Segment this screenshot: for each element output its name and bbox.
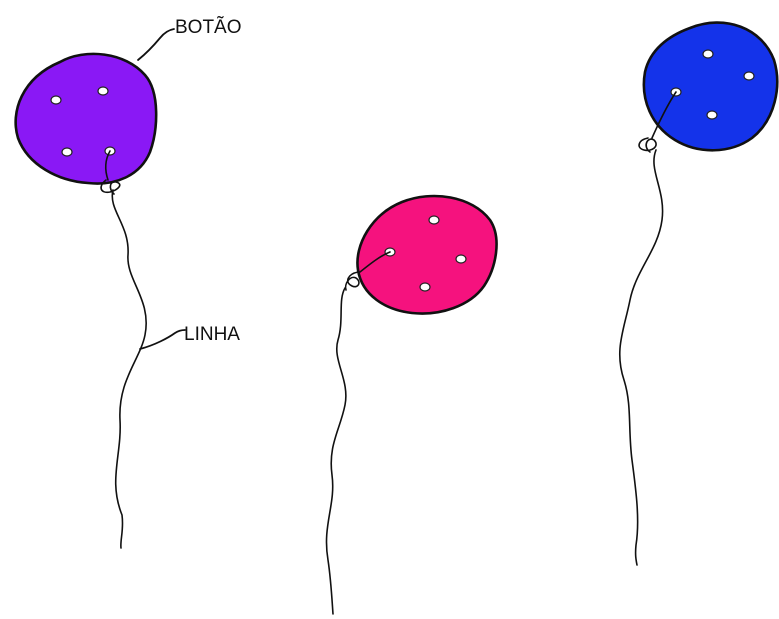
balloon-pink-knot xyxy=(346,272,359,290)
balloon-purple-hole xyxy=(51,96,61,104)
button-label-leader xyxy=(138,29,174,60)
balloon-pink xyxy=(326,196,496,614)
balloon-blue xyxy=(620,23,777,565)
balloon-pink-hole xyxy=(456,255,466,263)
thread-label-leader xyxy=(140,330,185,349)
balloon-purple-body xyxy=(16,54,157,184)
balloon-pink-hole xyxy=(420,283,430,291)
balloon-pink-string xyxy=(326,288,345,614)
thread-label: LINHA xyxy=(184,324,240,345)
balloon-blue-knot xyxy=(639,138,656,152)
balloon-pink-body xyxy=(357,196,496,314)
balloon-pink-hole xyxy=(429,216,439,224)
balloon-blue-body xyxy=(644,23,777,151)
balloon-blue-hole xyxy=(744,72,754,80)
balloon-blue-string xyxy=(620,150,663,565)
balloon-blue-hole xyxy=(703,50,713,58)
balloon-blue-hole xyxy=(707,111,717,119)
button-label: BOTÃO xyxy=(175,16,242,38)
balloon-purple xyxy=(16,54,157,548)
balloon-purple-hole xyxy=(98,87,108,95)
balloon-purple-hole xyxy=(62,148,72,156)
balloon-purple-string xyxy=(112,190,146,548)
